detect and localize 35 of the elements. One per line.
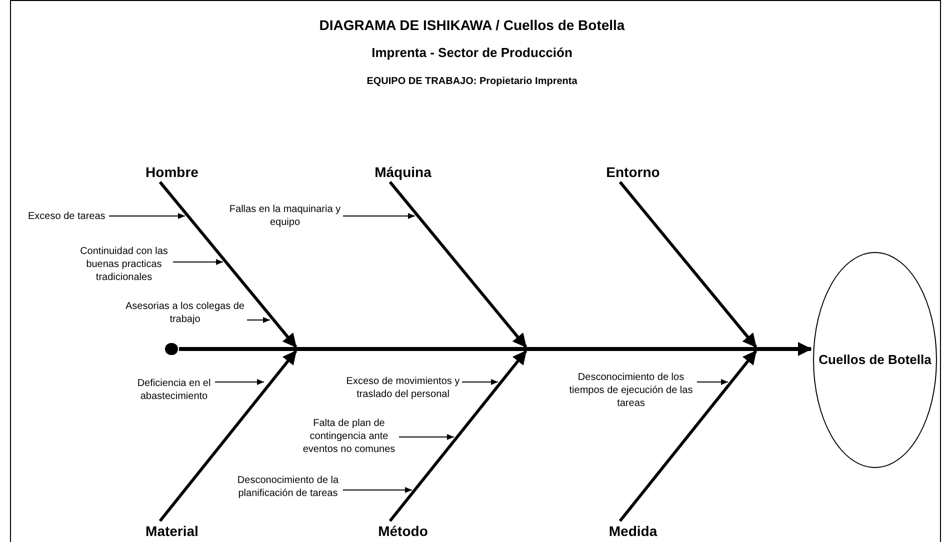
- subtitle: Imprenta - Sector de Producción: [370, 44, 574, 61]
- bone-arrow: [158, 181, 298, 348]
- bone-arrow: [618, 181, 758, 348]
- cause-arrow: [462, 379, 498, 385]
- cause-label: Asesorias a los colegas de trabajo: [124, 300, 246, 326]
- category-label: Medida: [596, 523, 670, 539]
- cause-label: Desconocimiento de los tiempos de ejecución de las tareas: [566, 371, 696, 410]
- team-note: EQUIPO DE TRABAJO: Propietario Imprenta: [366, 75, 578, 88]
- cause-label: Continuidad con las buenas practicas tradicionales: [76, 245, 172, 284]
- cause-arrow: [172, 259, 224, 265]
- bone-arrow: [158, 350, 298, 522]
- cause-arrow: [696, 379, 728, 385]
- category-label: Material: [136, 523, 208, 539]
- cause-arrow: [342, 213, 416, 219]
- cause-label: Deficiencia en el abastecimiento: [134, 377, 214, 403]
- cause-arrow: [398, 434, 454, 440]
- cause-label: Fallas en la maquinaria y equipo: [228, 203, 342, 229]
- bone-arrow: [179, 342, 812, 356]
- cause-label: Falta de plan de contingencia ante eventos no comunes: [300, 417, 398, 456]
- bone-arrow: [388, 181, 528, 348]
- cause-label: Desconocimiento de la planificación de tareas: [234, 474, 342, 500]
- category-label: Entorno: [596, 164, 670, 180]
- cause-label: Exceso de movimientos y traslado del personal: [345, 375, 461, 401]
- category-label: Hombre: [136, 164, 208, 180]
- bone-arrow: [388, 350, 528, 522]
- category-label: Máquina: [366, 164, 440, 180]
- diagram-title: DIAGRAMA DE ISHIKAWA / Cuellos de Botella: [318, 16, 626, 34]
- effect-ellipse: Cuellos de Botella: [813, 252, 937, 468]
- cause-arrow: [108, 213, 186, 219]
- cause-arrow: [246, 317, 270, 323]
- cause-arrow: [214, 379, 264, 385]
- category-label: Método: [366, 523, 440, 539]
- cause-label: Exceso de tareas: [28, 210, 108, 223]
- bone-arrow: [618, 350, 758, 522]
- cause-arrow: [342, 487, 412, 493]
